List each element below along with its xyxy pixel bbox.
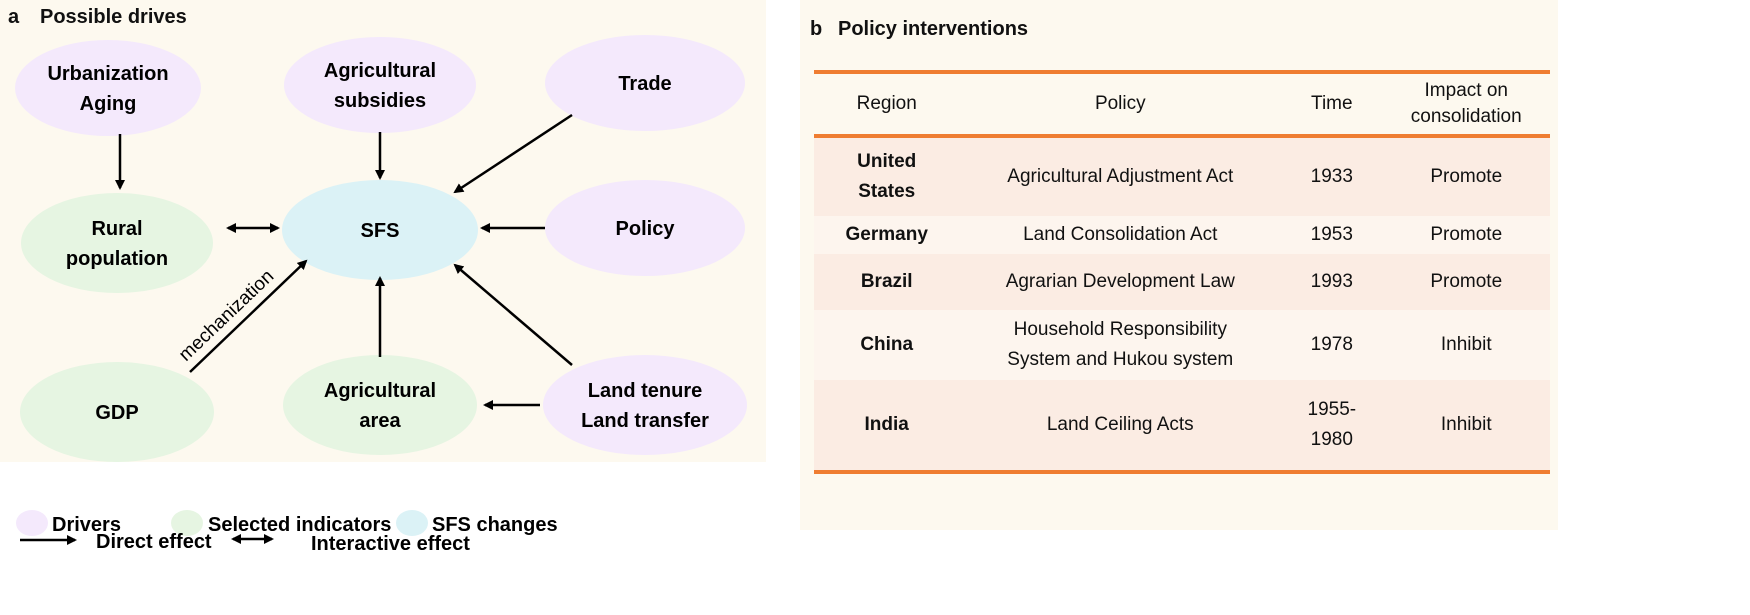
driver-diagram: UrbanizationAgingAgriculturalsubsidiesTr… [15,35,747,462]
cell-policy: Household Responsibility System and Huko… [959,310,1282,380]
cell-policy: Agricultural Adjustment Act [959,136,1282,216]
cell-impact: Promote [1382,254,1550,310]
col-time: Time [1281,70,1383,138]
node-land-label: Land transfer [581,410,709,432]
panel-a-label: a [8,6,20,28]
node-land-ellipse [543,355,747,455]
node-gdp-ellipse [20,362,214,462]
cell-policy: Land Consolidation Act [959,216,1282,254]
legend-drivers-swatch [16,510,48,536]
node-subsidies-ellipse [284,37,476,133]
legend-indicators-swatch [171,510,203,536]
node-area: Agricultural area [283,355,477,455]
cell-region: Brazil [814,254,960,310]
legend-indicators-label: Selected indicators [208,514,391,536]
node-policy: Policy [545,180,745,276]
node-subsidies: Agricultural subsidies [284,37,476,133]
cell-impact: Inhibit [1382,310,1550,380]
policy-table: Region Policy Time Impact on consolidati… [814,70,1550,474]
node-sfs-ellipse [282,180,478,280]
cell-time: 1993 [1281,254,1383,310]
node-area-ellipse [283,355,477,455]
node-rural: Rural population [21,193,213,293]
arrow-trade-to-sfs [453,113,573,194]
node-subsidies-label: Agricultural [324,60,436,82]
panel-a-title: Possible drives [40,6,187,28]
node-gdp: GDP [20,362,214,462]
node-rural-label: population [66,248,168,270]
node-sfs: SFS [282,180,478,280]
legend-sfs-swatch [396,510,428,536]
cell-time: 1978 [1281,310,1383,380]
arrow-gdp-to-sfs [189,259,308,373]
legend-direct-label: Direct effect [96,531,212,553]
legend-sfs-label: SFS changes [432,514,558,536]
cell-policy: Land Ceiling Acts [959,380,1282,474]
cell-time: 1955-1980 [1281,380,1383,474]
cell-impact: Inhibit [1382,380,1550,474]
cell-region: India [814,380,960,474]
mechanization-label: mechanization [175,266,278,366]
node-policy-label: Policy [616,218,676,240]
node-trade-label: Trade [618,73,671,95]
node-subsidies-label: subsidies [334,90,426,112]
node-sfs-label: SFS [361,220,400,242]
node-urbanization-ellipse [15,40,201,136]
node-area-label: area [359,410,401,432]
cell-region: United States [814,136,960,216]
panel-b-title: Policy interventions [838,18,1029,40]
cell-region: China [814,310,960,380]
node-gdp-label: GDP [95,402,138,424]
node-trade-ellipse [545,35,745,131]
legend-drivers-label: Drivers [52,514,121,536]
node-urbanization-label: Aging [80,93,137,115]
panel-policy-interventions: b Policy interventions Region Policy Tim… [800,0,1558,530]
cell-region: Germany [814,216,960,254]
legend: Drivers Selected indicators SFS changes … [16,510,558,555]
node-land-label: Land tenure [588,380,702,402]
panel-b-label: b [810,18,823,40]
cell-impact: Promote [1382,216,1550,254]
node-trade: Trade [545,35,745,131]
node-urbanization-label: Urbanization [47,63,168,85]
col-impact: Impact on consolidation [1382,70,1550,138]
cell-time: 1953 [1281,216,1383,254]
cell-policy: Agrarian Development Law [959,254,1282,310]
node-policy-ellipse [545,180,745,276]
node-area-label: Agricultural [324,380,436,402]
cell-impact: Promote [1382,136,1550,216]
col-region: Region [814,70,960,138]
legend-interactive-label: Interactive effect [311,533,470,555]
col-policy: Policy [959,70,1282,138]
node-rural-ellipse [21,193,213,293]
node-rural-label: Rural [91,218,142,240]
cell-time: 1933 [1281,136,1383,216]
arrow-land-to-sfs [453,263,573,366]
